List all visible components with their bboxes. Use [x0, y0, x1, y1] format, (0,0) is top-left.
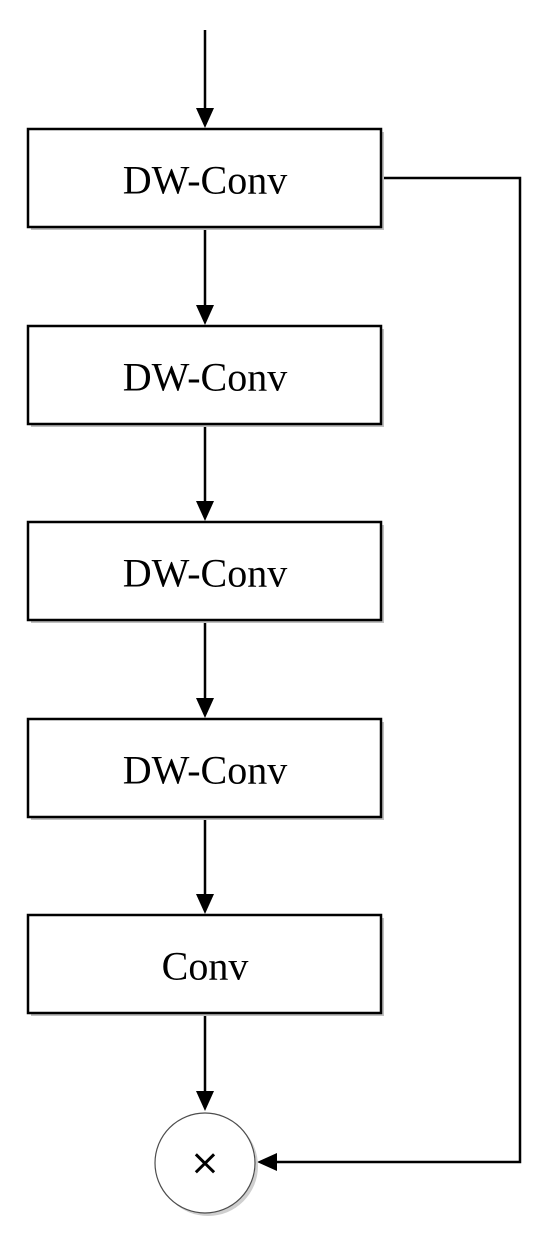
block-label: DW-Conv	[123, 158, 287, 203]
block-label: Conv	[162, 944, 249, 989]
edges	[196, 30, 522, 1171]
block-box	[26, 127, 383, 229]
arrowhead-multiply-top	[196, 1091, 214, 1111]
multiply-circle	[154, 1112, 256, 1214]
edge-skip-dw1-to-multiply	[275, 176, 522, 1164]
block-dw-conv-3: DW-Conv	[26, 520, 384, 623]
multiply-node: ×	[154, 1112, 258, 1216]
block-dw-conv-1: DW-Conv	[26, 127, 384, 230]
multiply-symbol-icon: ×	[190, 1143, 220, 1184]
arrowhead-dw4	[196, 698, 214, 718]
block-label: DW-Conv	[123, 748, 287, 793]
arrowhead-dw3	[196, 501, 214, 521]
block-dw-conv-2: DW-Conv	[26, 324, 384, 427]
block-box	[26, 717, 383, 819]
block-conv: Conv	[26, 913, 384, 1016]
arrowhead-conv	[196, 894, 214, 914]
block-box	[26, 520, 383, 622]
block-dw-conv-4: DW-Conv	[26, 717, 384, 820]
arrowhead-dw2	[196, 305, 214, 325]
block-box	[26, 913, 383, 1015]
arrowhead-dw1	[196, 108, 214, 128]
block-box	[26, 324, 383, 426]
block-label: DW-Conv	[123, 355, 287, 400]
arrowhead-multiply-right	[257, 1153, 277, 1171]
block-label: DW-Conv	[123, 551, 287, 596]
